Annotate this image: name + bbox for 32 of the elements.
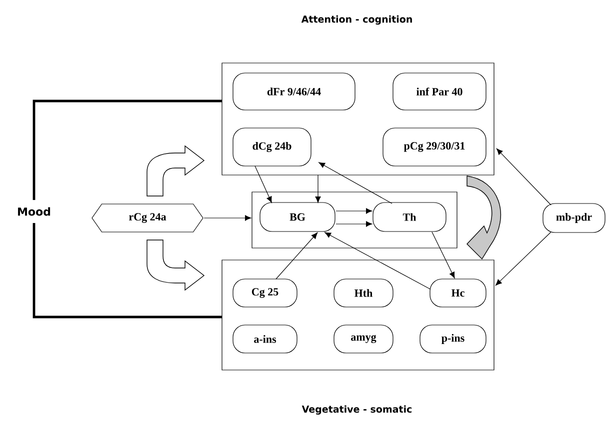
- arrow: [254, 166, 272, 203]
- block-arrow: [146, 146, 204, 196]
- area-pill: Hth: [334, 278, 394, 308]
- area-pill: mb-pdr: [542, 203, 606, 233]
- arrow: [276, 232, 318, 280]
- arrow: [432, 232, 455, 278]
- area-pill: Hc: [430, 278, 486, 308]
- area-pill: pCg 29/30/31: [382, 128, 486, 166]
- region-heading: Attention - cognition: [301, 15, 412, 25]
- bracket-line: [32, 100, 222, 200]
- area-pill: a-ins: [232, 324, 298, 354]
- arrow: [324, 232, 430, 290]
- side-label: Mood: [18, 207, 50, 216]
- arrow: [336, 221, 372, 227]
- area-pill: amyg: [334, 324, 394, 354]
- area-pill: dFr 9/46/44: [232, 72, 356, 110]
- bracket-line: [32, 223, 222, 318]
- hexagon-box: rCg 24a: [92, 204, 204, 232]
- arrow: [315, 174, 321, 203]
- area-pill: Cg 25: [232, 278, 298, 308]
- arrow: [495, 232, 552, 286]
- arrow: [336, 208, 372, 214]
- region-heading: Vegetative - somatic: [302, 405, 412, 415]
- group-box: [252, 192, 458, 248]
- area-pill: p-ins: [420, 324, 486, 354]
- arrow: [204, 215, 252, 221]
- arrow: [496, 148, 552, 206]
- area-pill: BG: [260, 202, 336, 232]
- area-pill: dCg 24b: [232, 128, 312, 166]
- area-pill: Th: [372, 202, 446, 232]
- area-pill: inf Par 40: [392, 72, 486, 110]
- block-arrow: [146, 240, 204, 290]
